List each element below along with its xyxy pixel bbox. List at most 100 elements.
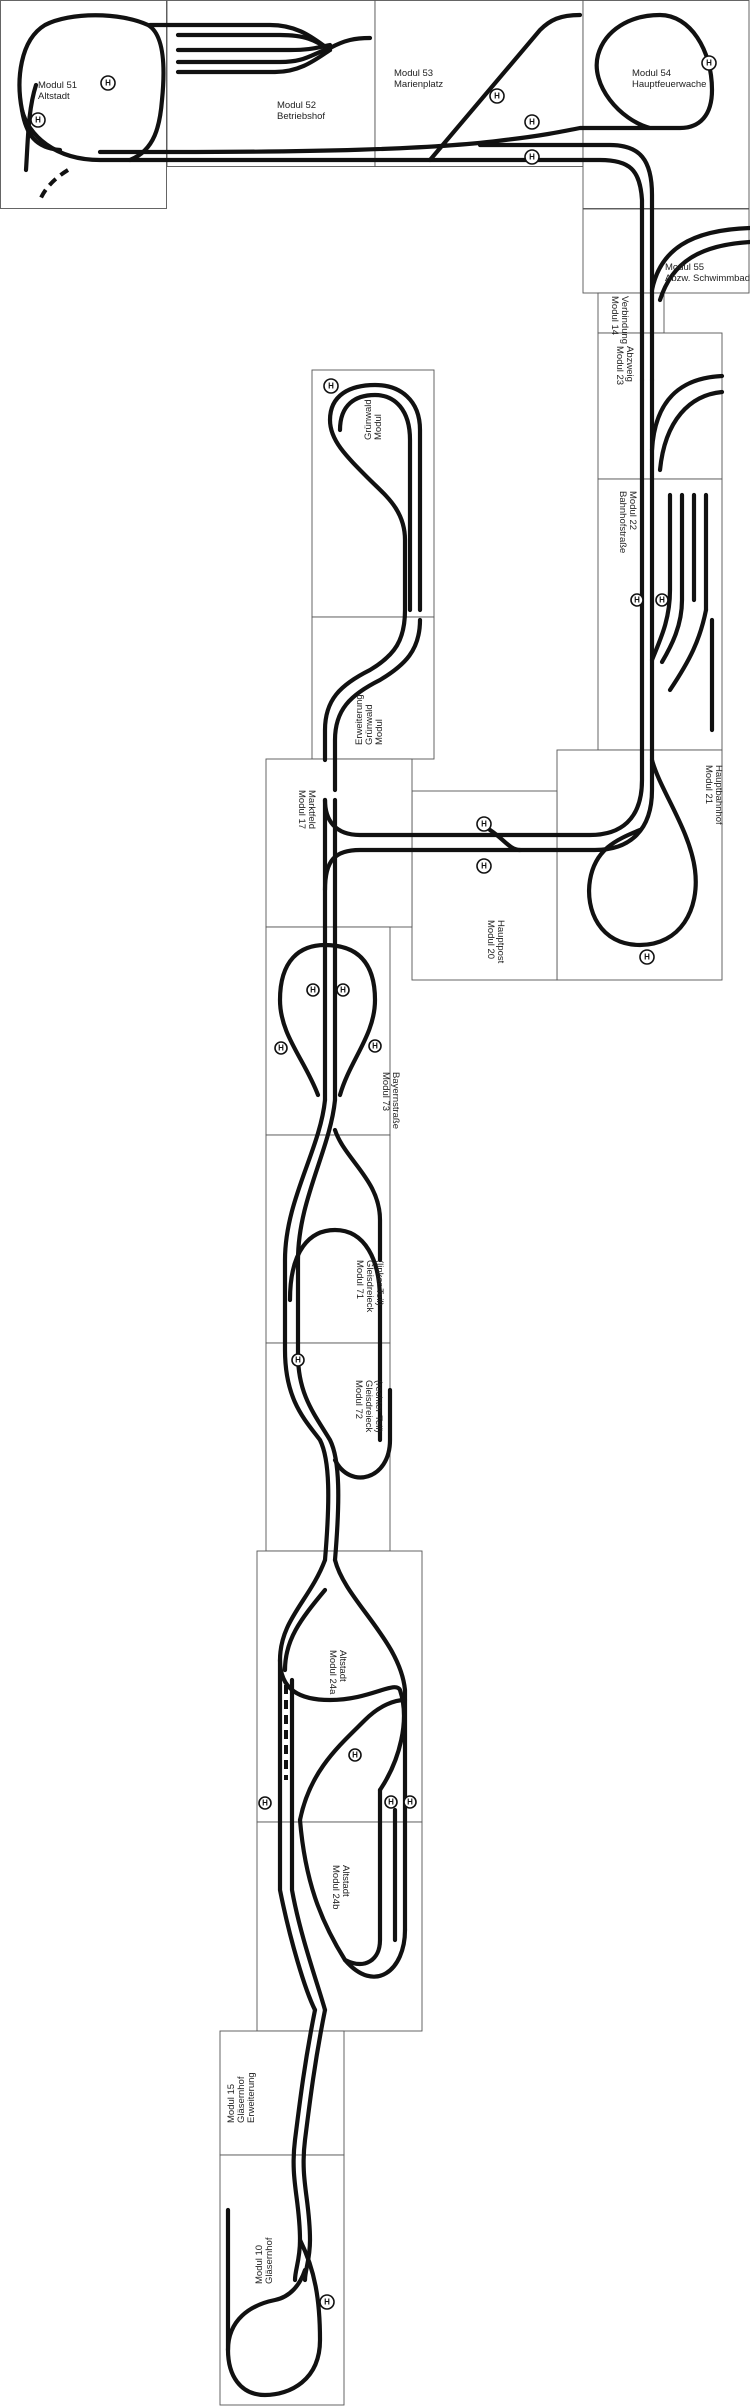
track-altstadt-24-loop-2 xyxy=(282,1587,328,1673)
svg-text:H: H xyxy=(529,118,535,127)
svg-text:H: H xyxy=(634,596,640,605)
track-gruenwald-loop-2 xyxy=(337,392,413,613)
track-betriebshof-4 xyxy=(175,47,333,75)
track-glaesernhof-loop xyxy=(225,2237,323,2398)
module-10-frame xyxy=(219,2154,345,2406)
label-module-73: Modul 73Bayernstraße xyxy=(380,1072,401,1129)
track-hauptbahnhof-loop xyxy=(587,757,698,948)
stop-icon-20b: H xyxy=(476,858,492,874)
svg-text:H: H xyxy=(310,986,316,995)
stop-icon-10: H xyxy=(319,2294,335,2310)
label-module-15: Modul 15GläsernhofErweiterung xyxy=(226,2072,257,2123)
track-main-west-3 xyxy=(487,827,523,853)
track-siding-22-1 xyxy=(649,492,673,663)
track-gruenwald-loop-outer xyxy=(322,382,423,763)
module-22-frame xyxy=(597,478,723,751)
track-altstadt-24-left-2 xyxy=(289,1677,328,2013)
stop-icon-20a: H xyxy=(476,816,492,832)
module-51-frame xyxy=(0,0,167,209)
stop-icon-24d: H xyxy=(403,1795,417,1809)
stop-icon-gruenwald: H xyxy=(323,378,339,394)
track-siding-51 xyxy=(23,82,39,173)
module-15-frame xyxy=(219,2030,345,2156)
track-betriebshof-exit xyxy=(327,35,373,51)
module-23-frame xyxy=(597,332,723,480)
track-altstadt-24-left xyxy=(277,1657,318,2013)
svg-text:H: H xyxy=(372,1042,378,1051)
svg-text:H: H xyxy=(529,153,535,162)
track-main-top-3 xyxy=(477,142,655,383)
stop-icon-24b: H xyxy=(258,1796,272,1810)
stop-icon-22a: H xyxy=(630,593,644,607)
track-gruenwald-loop-inner xyxy=(332,617,423,793)
module-54-frame xyxy=(582,0,750,209)
svg-text:H: H xyxy=(278,1044,284,1053)
svg-text:H: H xyxy=(659,596,665,605)
svg-text:H: H xyxy=(481,862,487,871)
track-altstadt-24-inner xyxy=(342,1787,383,1966)
stop-icon-21: H xyxy=(639,949,655,965)
track-altstadt-24-down xyxy=(297,1817,408,1979)
track-main-top-1 xyxy=(127,157,645,383)
label-module-22: Modul 22Bahnhofstraße xyxy=(617,491,638,553)
svg-text:H: H xyxy=(352,1751,358,1760)
label-module-gruenwald-erw: ModulGrünwaldErweiterung xyxy=(354,694,385,745)
svg-text:H: H xyxy=(706,59,712,68)
track-betriebshof-3 xyxy=(175,45,333,65)
svg-text:H: H xyxy=(105,79,111,88)
track-gleisdreieck-4 xyxy=(332,1387,393,1480)
track-bayernstrasse-loop xyxy=(277,942,378,1098)
svg-text:H: H xyxy=(328,382,334,391)
stop-icon-24c: H xyxy=(384,1795,398,1809)
svg-text:H: H xyxy=(644,953,650,962)
track-abzw-schwimmbad xyxy=(649,225,750,293)
stops: H H H H H H H H H H H H H H H H H H H H … xyxy=(30,55,717,2310)
stop-icon-73c: H xyxy=(274,1041,288,1055)
track-siding-22-join xyxy=(667,607,709,693)
svg-text:H: H xyxy=(407,1798,413,1807)
stop-icon-24a: H xyxy=(348,1748,362,1762)
stop-icon-22b: H xyxy=(655,593,669,607)
track-marienplatz-diag xyxy=(427,12,583,163)
tracks xyxy=(17,12,750,2398)
track-abzweig-23b xyxy=(657,389,725,473)
label-module-71: Modul 71Gleisdreieck(linker Teil) xyxy=(354,1260,385,1313)
stop-icon-53c: H xyxy=(524,149,540,165)
label-module-14: Modul 14Verbindung xyxy=(609,296,630,344)
module-55-frame xyxy=(582,208,750,294)
track-abzw-schwimmbad-2 xyxy=(657,239,750,303)
stop-icon-73a: H xyxy=(306,983,320,997)
label-module-21: Modul 21Hauptbahnhof xyxy=(703,765,724,825)
svg-text:H: H xyxy=(295,1356,301,1365)
label-module-10: Modul 10Gläsernhof xyxy=(254,2237,275,2284)
track-main-west-1 xyxy=(322,377,645,838)
track-south-1 xyxy=(291,2007,318,2283)
label-module-24b: Modul 24bAltstadt xyxy=(330,1865,351,1909)
track-betriebshof-2 xyxy=(175,42,333,53)
track-gleisdreieck-2 xyxy=(295,1097,341,1563)
svg-text:H: H xyxy=(481,820,487,829)
module-53-frame xyxy=(374,0,584,167)
svg-text:H: H xyxy=(494,92,500,101)
label-module-20: Modul 20Hauptpost xyxy=(485,920,506,964)
track-siding-22-2 xyxy=(659,492,685,665)
stop-icon-51a: H xyxy=(100,75,116,91)
module-gruenwald-erweiterung-frame xyxy=(311,616,435,760)
track-altstadt-24-curve xyxy=(297,1697,408,1823)
track-planned-51 xyxy=(38,168,70,201)
stop-icon-54: H xyxy=(701,55,717,71)
track-main-top-2 xyxy=(97,12,715,155)
label-module-17: Modul 17Marktfeld xyxy=(296,790,317,829)
svg-text:H: H xyxy=(35,116,41,125)
track-gleisdreieck-3 xyxy=(332,1127,383,1263)
svg-text:H: H xyxy=(340,986,346,995)
stop-icon-51b: H xyxy=(30,112,46,128)
